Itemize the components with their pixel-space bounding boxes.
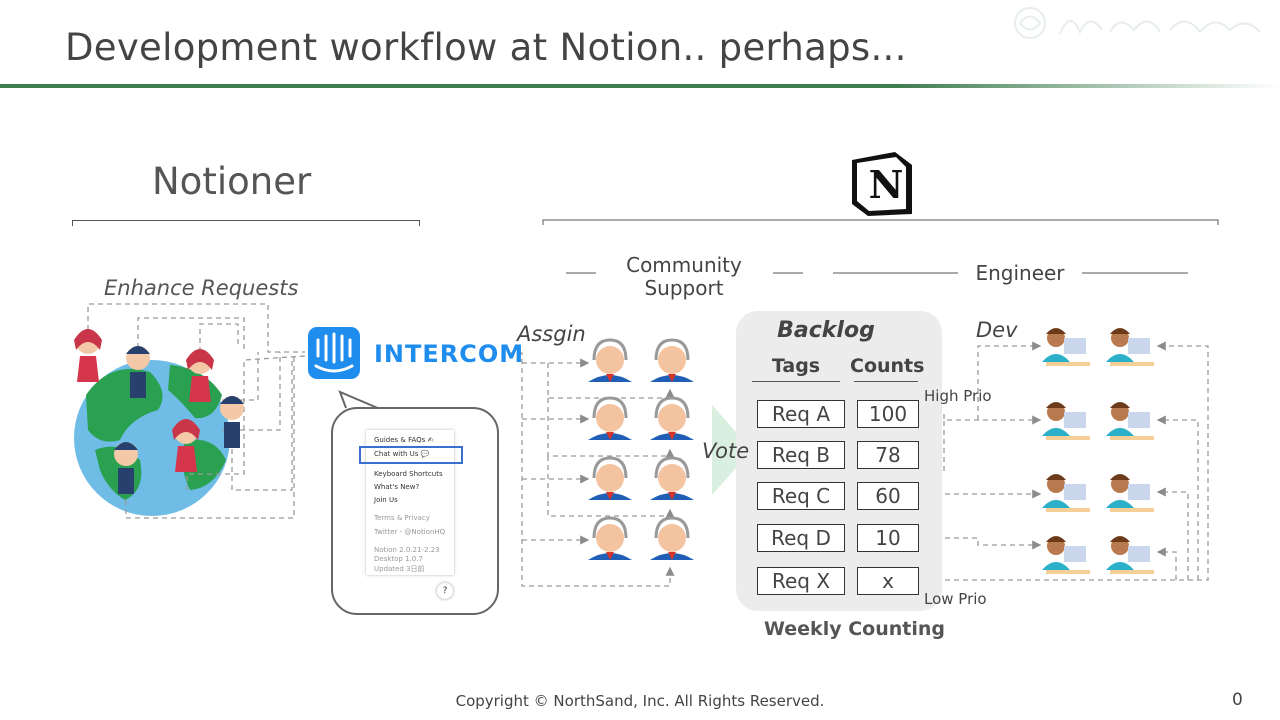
intercom-label: INTERCOM: [374, 340, 525, 368]
support-agent-icon: [588, 456, 632, 500]
support-agent-icon: [650, 338, 694, 382]
chat-highlight: [359, 446, 463, 464]
vote-chevron-icon: [712, 405, 752, 495]
weekly-counting-label: Weekly Counting: [764, 618, 945, 640]
backlog-count: 100: [857, 400, 919, 428]
engineer-icon: [1042, 474, 1090, 512]
notion-logo-letter: N: [868, 162, 904, 207]
intercom-logo-icon: [308, 327, 360, 379]
support-agent-icon: [588, 396, 632, 440]
menu-item-chat[interactable]: Chat with Us 💬: [374, 450, 430, 458]
backlog-title: Backlog: [777, 318, 875, 343]
backlog-tag: Req D: [757, 524, 845, 552]
engineer-icon: [1106, 328, 1154, 366]
support-agent-icon: [650, 456, 694, 500]
menu-updated: Updated 3日前: [374, 565, 425, 573]
tags-header: Tags: [771, 355, 821, 377]
notioner-bracket: [72, 220, 420, 226]
menu-item-whats-new[interactable]: What's New?: [374, 483, 420, 491]
backlog-tag: Req C: [757, 482, 845, 510]
help-button[interactable]: ?: [437, 583, 453, 599]
menu-item-guides[interactable]: Guides & FAQs ✍: [374, 436, 434, 444]
slide-title: Development workflow at Notion.. perhaps…: [65, 26, 907, 69]
person-male-icon: [114, 442, 138, 494]
page-number: 0: [1232, 690, 1243, 710]
notioner-heading: Notioner: [152, 160, 312, 203]
title-underline: [0, 84, 1280, 88]
backlog-tag: Req B: [757, 441, 845, 469]
person-male-icon: [220, 396, 244, 448]
vote-label: Vote: [702, 439, 750, 463]
menu-item-join-us[interactable]: Join Us: [374, 496, 398, 504]
speech-bubble-tail: [338, 390, 381, 410]
high-prio-label: High Prio: [924, 387, 992, 405]
low-prio-label: Low Prio: [924, 590, 987, 608]
backlog-tag: Req X: [757, 567, 845, 595]
engineer-icon: [1042, 328, 1090, 366]
engineer-icon: [1106, 402, 1154, 440]
assign-label: Assgin: [517, 322, 586, 346]
menu-item-twitter[interactable]: Twitter - @NotionHQ: [374, 528, 446, 536]
person-female-icon: [186, 349, 214, 402]
person-male-icon: [126, 346, 150, 398]
engineer-icon: [1106, 474, 1154, 512]
counts-header-rule: [854, 381, 918, 382]
copyright-footer: Copyright © NorthSand, Inc. All Rights R…: [455, 692, 825, 710]
backlog-count: 10: [857, 524, 919, 552]
support-agent-icon: [650, 516, 694, 560]
counts-header: Counts: [850, 355, 925, 377]
engineer-label: Engineer: [975, 261, 1065, 285]
backlog-count: 78: [857, 441, 919, 469]
menu-desktop-version: Desktop 1.0.7: [374, 555, 423, 563]
engineer-icon: [1042, 402, 1090, 440]
dev-label: Dev: [976, 318, 1018, 342]
northsand-watermark-logo: [1014, 7, 1261, 39]
engineer-icon: [1042, 536, 1090, 574]
menu-item-terms[interactable]: Terms & Privacy: [374, 514, 430, 522]
notion-logo-icon: [852, 152, 912, 216]
tags-header-rule: [752, 381, 840, 382]
menu-version: Notion 2.0.21-2.23: [374, 546, 440, 554]
backlog-tag: Req A: [757, 400, 845, 428]
backlog-count: x: [857, 567, 919, 595]
person-female-icon: [172, 419, 200, 472]
community-support-label: Community Support: [626, 253, 742, 300]
support-agent-icon: [588, 338, 632, 382]
enhance-requests-label: Enhance Requests: [104, 276, 299, 300]
engineer-icon: [1106, 536, 1154, 574]
support-agent-icon: [588, 516, 632, 560]
help-menu: Guides & FAQs ✍ Chat with Us 💬 Keyboard …: [366, 430, 454, 575]
support-agent-icon: [650, 396, 694, 440]
menu-item-shortcuts[interactable]: Keyboard Shortcuts: [374, 470, 443, 478]
backlog-count: 60: [857, 482, 919, 510]
person-female-icon: [74, 329, 102, 382]
